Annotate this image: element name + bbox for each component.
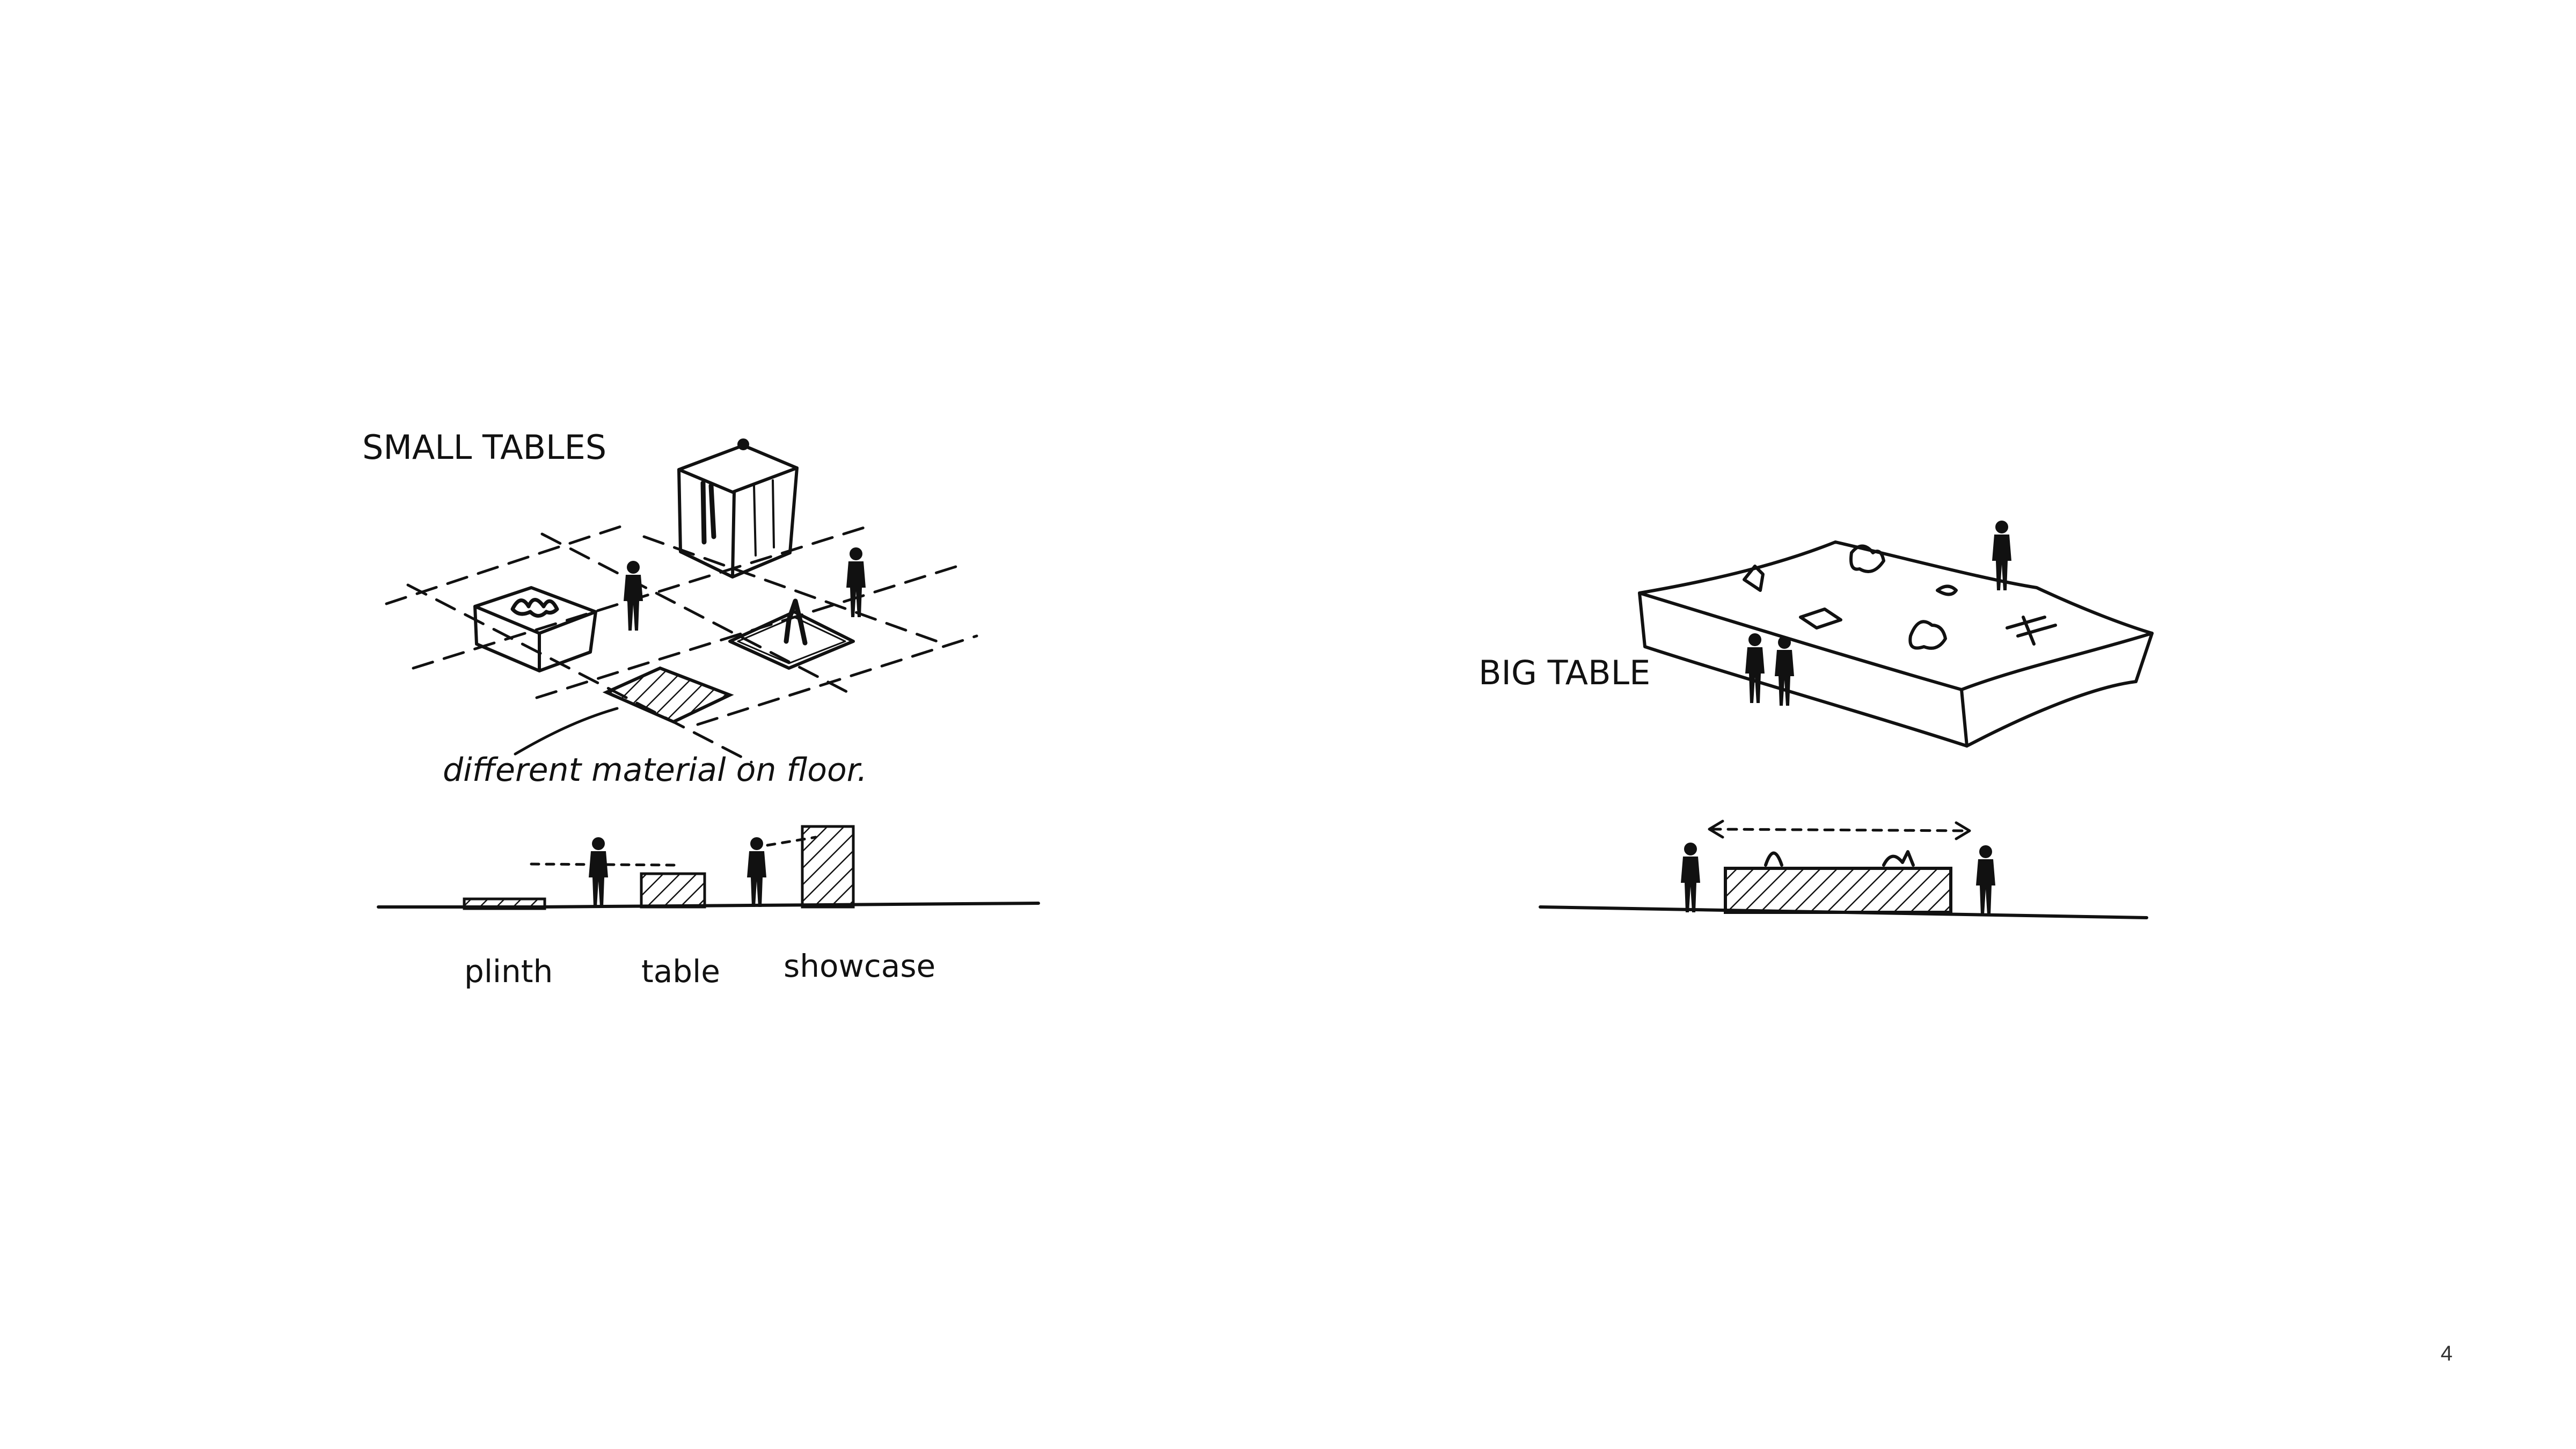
small-tables-section: plinth table showcase (377, 825, 1040, 990)
table-with-sculpture (728, 598, 855, 670)
person-figure (624, 561, 643, 631)
small-tables-title: SMALL TABLES (362, 428, 606, 467)
person-figure (1775, 636, 1794, 706)
big-table-section (1539, 819, 2148, 919)
page-number: 4 (2440, 1342, 2453, 1365)
floor-material-patch (602, 666, 734, 724)
person-figure (1745, 633, 1765, 703)
table-objects (1743, 544, 2057, 650)
person-figure (846, 547, 866, 617)
person-figure (1976, 845, 1995, 915)
person-figure (1681, 843, 1700, 912)
section-label-plinth: plinth (464, 953, 553, 990)
showcase-pavilion (677, 438, 799, 579)
big-table-title: BIG TABLE (1479, 653, 1650, 692)
ground-line (377, 902, 1040, 909)
small-tables-sketch: SMALL TABLES (362, 428, 1040, 990)
plinth-section (463, 897, 546, 910)
floor-annotation: different material on floor. (443, 751, 867, 789)
annotation-leader (514, 707, 619, 756)
table-section (640, 872, 706, 909)
reach-dimension (1710, 828, 1968, 832)
big-table-sketch: BIG TABLE (1479, 521, 2154, 919)
person-figure (589, 837, 608, 907)
sightline (766, 836, 817, 847)
big-table-perspective (1638, 540, 2154, 748)
big-table-section-body (1724, 867, 1952, 914)
showcase-section (801, 825, 855, 909)
plinth-box (473, 586, 597, 672)
section-label-showcase: showcase (784, 948, 935, 984)
section-label-table: table (641, 953, 720, 990)
sightline (530, 862, 678, 867)
person-figure (747, 837, 766, 907)
